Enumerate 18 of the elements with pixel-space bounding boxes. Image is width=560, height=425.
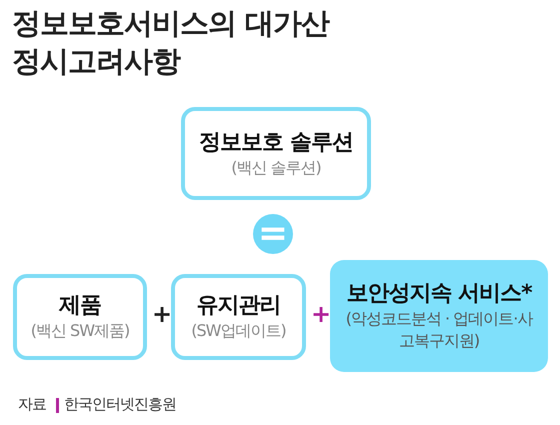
- subtitle-text: (백신 SW제품): [30, 320, 130, 342]
- plus-sign: +: [152, 300, 172, 328]
- solution-box: [181, 107, 371, 200]
- source-label: 자료: [18, 395, 46, 414]
- component-box: [171, 274, 306, 360]
- equals-circle: =: [253, 214, 293, 254]
- heading-text: 보안성지속 서비스*: [346, 280, 532, 308]
- plus-sign: +: [311, 300, 332, 328]
- title-text: 정보보호서비스의 대가산정시고려사항: [12, 5, 331, 80]
- heading-text: 제품: [59, 292, 101, 320]
- subtitle-text: (백신 솔루션): [231, 156, 321, 178]
- subtitle-text: (SW업데이트): [191, 320, 286, 342]
- component-box: [13, 274, 147, 360]
- source-text: 한국인터넷진흥원: [64, 395, 176, 414]
- heading-text: 유지관리: [196, 292, 280, 320]
- heading-text: 정보보호 솔루션: [199, 128, 353, 156]
- component-box: [330, 260, 548, 372]
- subtitle-text: (악성코드분석 · 업데이트·사고복구지원): [344, 308, 534, 352]
